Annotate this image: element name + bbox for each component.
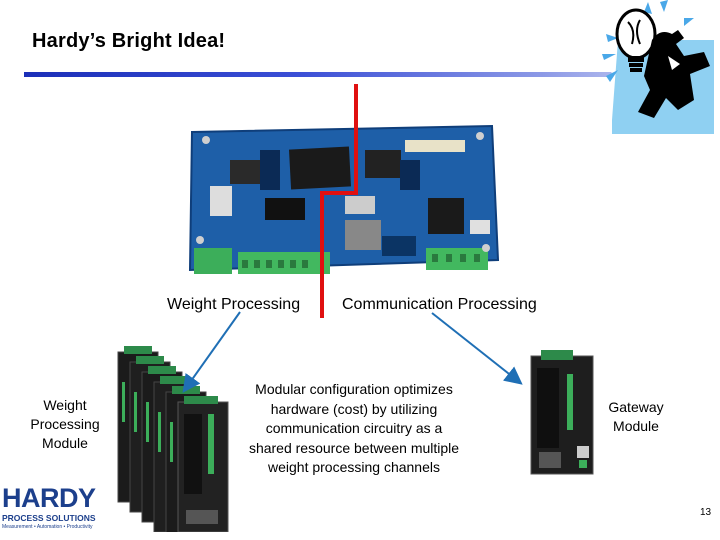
hardy-logo: HARDY PROCESS SOLUTIONS Measurement • Au… <box>2 484 114 534</box>
arrow-to-gateway <box>431 312 523 385</box>
gateway-module-label: Gateway Module <box>608 399 664 434</box>
logo-name: HARDY <box>2 483 96 513</box>
module-stack-image <box>117 346 229 532</box>
title-underline <box>24 72 714 77</box>
lightbulb-icon <box>602 0 716 134</box>
logo-tagline: Measurement • Automation • Productivity <box>2 524 93 530</box>
weight-processing-label: Weight Processing <box>167 296 301 313</box>
circuit-board-image <box>188 124 500 274</box>
description-text: Modular configuration optimizes hardware… <box>248 381 460 475</box>
page-number: 13 <box>700 507 712 518</box>
slide-title: Hardy’s Bright Idea! <box>32 30 226 52</box>
logo-subtitle: PROCESS SOLUTIONS <box>2 513 96 523</box>
gateway-module-image <box>530 350 594 475</box>
communication-processing-label: Communication Processing <box>342 296 537 313</box>
weight-processing-module-label: Weight Processing Module <box>30 397 100 451</box>
